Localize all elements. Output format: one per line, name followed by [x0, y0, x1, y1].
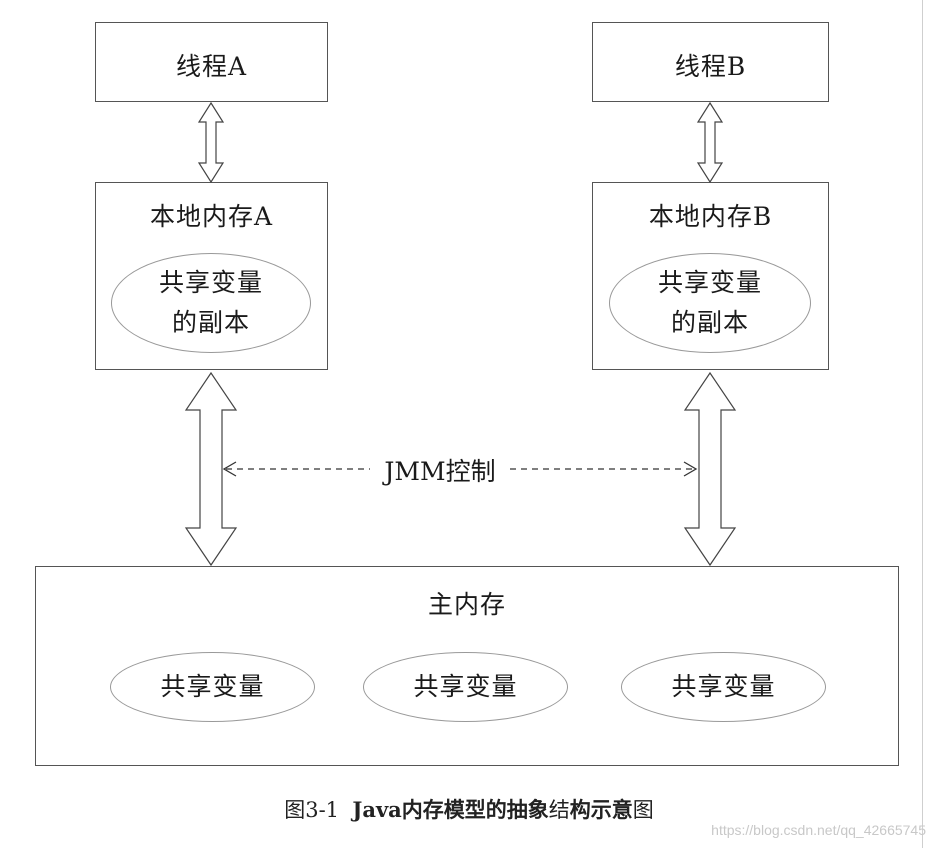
- main-variable-2-text: 共享变量: [413, 672, 518, 701]
- local-memory-a-copy-line1: 共享变量: [158, 268, 263, 297]
- caption-title-end: 图: [632, 798, 654, 822]
- thread-a-label: 线程A: [175, 52, 248, 81]
- main-variable-1: 共享变量: [110, 652, 315, 722]
- caption-title-mid: 结: [548, 798, 570, 822]
- local-memory-a-label: 本地内存A: [149, 202, 274, 231]
- local-a-main-arrow: [184, 371, 238, 567]
- main-memory-box: 主内存 共享变量 共享变量 共享变量: [35, 566, 899, 766]
- main-variable-3-text: 共享变量: [671, 672, 776, 701]
- jmm-arrowhead-right: [683, 461, 698, 477]
- thread-a-local-arrow: [197, 101, 225, 184]
- main-variable-1-text: 共享变量: [160, 672, 265, 701]
- local-memory-b-copy-line1: 共享变量: [657, 268, 762, 297]
- local-memory-a-copy: 共享变量 的副本: [111, 253, 311, 353]
- jmm-arrowhead-left: [222, 461, 237, 477]
- local-memory-b-label: 本地内存B: [648, 202, 773, 231]
- right-edge-line: [922, 0, 923, 848]
- jmm-control-label: JMM控制: [370, 452, 510, 488]
- local-memory-b-box: 本地内存B 共享变量 的副本: [592, 182, 829, 370]
- main-memory-label: 主内存: [427, 590, 506, 619]
- watermark-text: https://blog.csdn.net/qq_42665745: [711, 822, 926, 838]
- thread-b-box: 线程B: [592, 22, 829, 102]
- caption-title-bold2: 构示意: [569, 797, 633, 822]
- local-b-main-arrow: [683, 371, 737, 567]
- local-memory-a-box: 本地内存A 共享变量 的副本: [95, 182, 328, 370]
- caption-title-bold: Java内存模型的抽象: [352, 797, 549, 822]
- figure-caption: 图3-1 Java内存模型的抽象结构示意图: [0, 794, 938, 824]
- thread-b-local-arrow: [696, 101, 724, 184]
- local-memory-b-copy: 共享变量 的副本: [609, 253, 811, 353]
- thread-a-box: 线程A: [95, 22, 328, 102]
- main-variable-2: 共享变量: [363, 652, 568, 722]
- thread-b-label: 线程B: [674, 52, 747, 81]
- local-memory-a-copy-line2: 的副本: [171, 308, 250, 337]
- caption-number: 图3-1: [284, 798, 340, 822]
- main-variable-3: 共享变量: [621, 652, 826, 722]
- local-memory-b-copy-line2: 的副本: [670, 308, 749, 337]
